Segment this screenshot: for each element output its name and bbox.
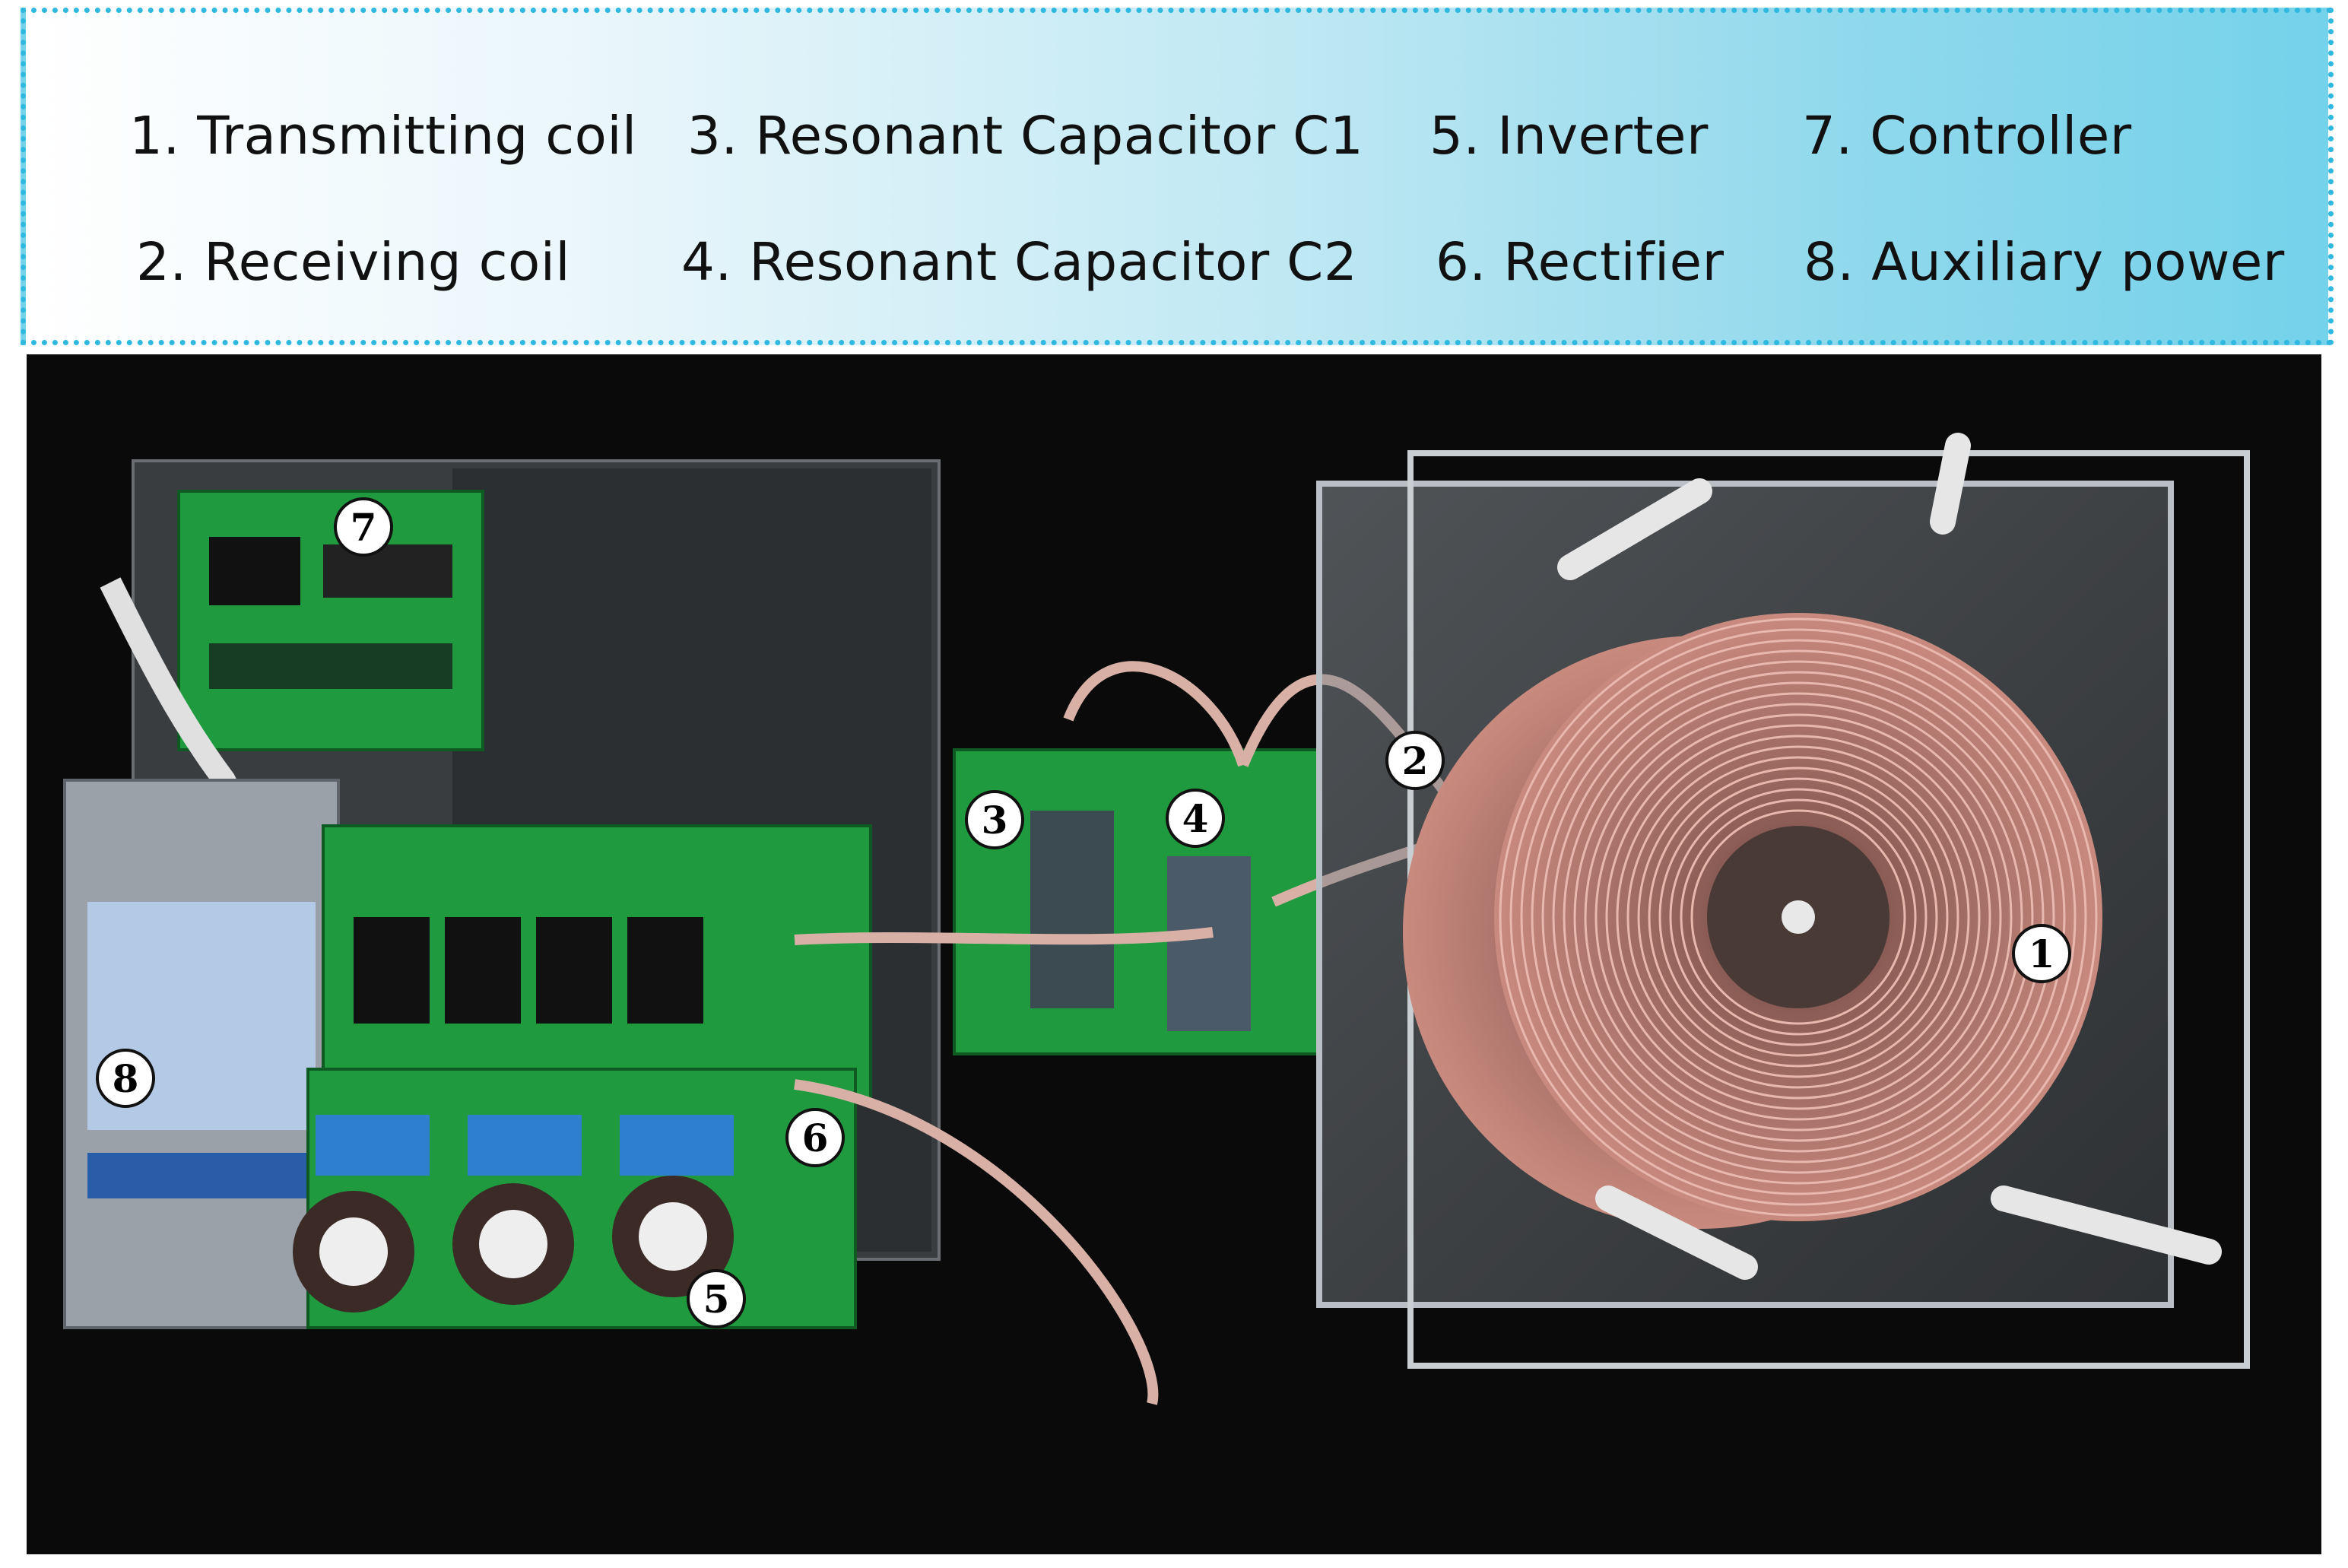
support-post-4	[1991, 1186, 2222, 1265]
coil-turn	[1616, 735, 1981, 1100]
marker-controller: 7	[334, 497, 393, 557]
coil-turn	[1680, 798, 1917, 1036]
coil-windings	[1499, 617, 2098, 1217]
coil-turn	[1552, 671, 2045, 1163]
capacitor-blue-2	[468, 1115, 582, 1176]
marker-resonant-capacitor-c1: 3	[965, 790, 1024, 849]
support-post-1	[1557, 478, 1712, 580]
driver-module-3	[536, 917, 612, 1024]
driver-module-2	[445, 917, 521, 1024]
coil-turn	[1509, 628, 2087, 1206]
marker-inverter: 5	[687, 1269, 746, 1328]
capacitor-blue-1	[316, 1115, 430, 1176]
legend-box: 1. Transmitting coil 2. Receiving coil 3…	[21, 8, 2334, 345]
coil-turn	[1541, 660, 2055, 1174]
legend-item-rectifier: 6. Rectifier	[1436, 232, 1725, 293]
marker-rectifier: 6	[785, 1108, 845, 1167]
controller-chip	[209, 537, 300, 605]
legend-item-transmitting-coil: 1. Transmitting coil	[129, 106, 637, 167]
controller-board	[177, 490, 484, 751]
marker-receiving-coil: 2	[1385, 731, 1445, 790]
legend-item-resonant-capacitor-c1: 3. Resonant Capacitor C1	[687, 106, 1364, 167]
support-post-3	[1595, 1186, 1758, 1280]
controller-header	[209, 643, 452, 689]
hardware-photo: 1 2 3 4 5 6 7 8	[27, 354, 2321, 1554]
legend-item-auxiliary-power: 8. Auxiliary power	[1804, 232, 2285, 293]
cable-2	[794, 1079, 1159, 1405]
marker-resonant-capacitor-c2: 4	[1166, 789, 1225, 848]
coil-turn	[1605, 724, 1991, 1110]
legend-item-inverter: 5. Inverter	[1429, 106, 1709, 167]
hardware-illustration	[63, 433, 2250, 1405]
marker-transmitting-coil: 1	[2012, 924, 2071, 983]
auxiliary-power-terminals	[87, 1153, 316, 1198]
coil-turn	[1626, 745, 1970, 1089]
cable-1	[794, 927, 1214, 945]
coil-turn	[1531, 649, 2066, 1185]
capacitor-blue-3	[620, 1115, 734, 1176]
coil-turn	[1669, 788, 1928, 1046]
coil-turn	[1658, 777, 1938, 1057]
ribbon-cable	[100, 577, 288, 892]
coil-turn	[1594, 713, 2002, 1121]
coil-turn	[1573, 692, 2023, 1142]
capacitor-bank-c1	[1030, 811, 1114, 1008]
coil-turn	[1648, 767, 1949, 1068]
coil-turn	[1690, 809, 1906, 1025]
coil-turn	[1520, 639, 2077, 1195]
legend-item-receiving-coil: 2. Receiving coil	[136, 232, 571, 293]
marker-auxiliary-power: 8	[96, 1049, 155, 1108]
capacitor-bank-c2	[1167, 856, 1251, 1031]
coil-turn	[1563, 681, 2034, 1153]
coil-turn	[1499, 617, 2098, 1217]
legend-item-controller: 7. Controller	[1802, 106, 2132, 167]
coil-turn	[1637, 756, 1959, 1078]
coil-turn	[1584, 703, 2013, 1132]
cable-3	[1063, 661, 1249, 767]
driver-module-1	[354, 917, 430, 1024]
controller-connector	[323, 544, 452, 598]
driver-module-4	[627, 917, 703, 1024]
support-post-2	[1930, 433, 1971, 535]
legend-item-resonant-capacitor-c2: 4. Resonant Capacitor C2	[681, 232, 1358, 293]
